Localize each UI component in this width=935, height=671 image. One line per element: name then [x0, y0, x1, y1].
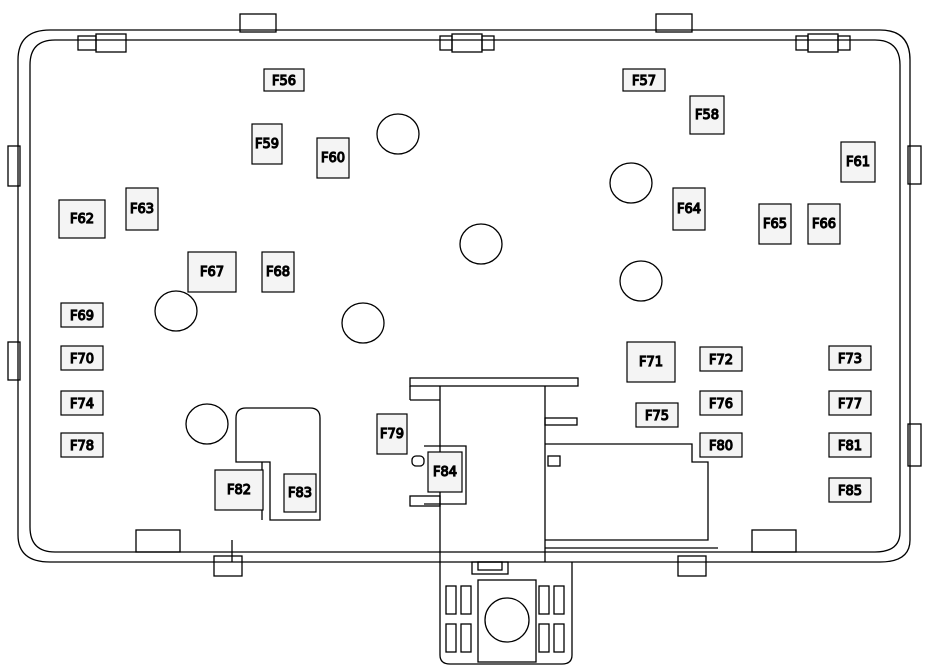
fuse-f74[interactable]: F74: [60, 390, 104, 416]
right-clip-top: [907, 145, 922, 185]
fuse-f58[interactable]: F58: [689, 95, 725, 135]
fuses: F56 F57 F58 F59 F60 F61 F62 F63 F64 F65 …: [58, 68, 876, 513]
housing-inner: [29, 39, 901, 553]
tab-grips: [445, 579, 565, 663]
fuse-f73[interactable]: F73: [828, 345, 872, 371]
fuse-label: F75: [645, 409, 669, 424]
relay-outline: [235, 407, 321, 521]
fuse-label: F67: [200, 265, 224, 280]
fuse-f82[interactable]: F82: [214, 469, 264, 511]
top-hinge-1: [77, 33, 127, 53]
fuse-label: F59: [255, 137, 279, 152]
fuse-label: F78: [70, 439, 94, 454]
fuse-label: F79: [380, 427, 404, 442]
fuse-f66[interactable]: F66: [807, 203, 841, 245]
fuse-label: F73: [838, 352, 862, 367]
hole-2: [609, 162, 653, 204]
fuse-f71[interactable]: F71: [626, 341, 676, 383]
fuse-f65[interactable]: F65: [758, 203, 792, 245]
fuse-f61[interactable]: F61: [840, 141, 876, 183]
fuse-f59[interactable]: F59: [251, 123, 283, 165]
connector-block: [409, 377, 718, 562]
fuse-label: F66: [812, 217, 836, 232]
top-clip-left: [239, 13, 277, 33]
fuse-label: F57: [632, 74, 656, 89]
hole-3: [459, 223, 503, 265]
bottom-hinge-left: [135, 529, 243, 577]
top-hinge-3: [795, 33, 851, 53]
fuse-f64[interactable]: F64: [672, 187, 706, 231]
fuse-f56[interactable]: F56: [263, 68, 305, 92]
fuse-f78[interactable]: F78: [60, 432, 104, 458]
fuse-label: F69: [70, 309, 94, 324]
fuse-label: F72: [709, 353, 733, 368]
fuse-label: F83: [288, 486, 312, 501]
fuse-f80[interactable]: F80: [699, 432, 743, 458]
fuse-label: F63: [130, 202, 154, 217]
fuse-label: F70: [70, 352, 94, 367]
fuse-label: F84: [433, 465, 457, 480]
hole-5: [154, 290, 198, 332]
bottom-tab: [439, 562, 573, 665]
fuse-label: F76: [709, 397, 733, 412]
fuse-f75[interactable]: F75: [635, 402, 679, 428]
right-clip-bottom: [907, 423, 922, 467]
hole-4: [619, 260, 663, 302]
fuse-f83[interactable]: F83: [283, 473, 317, 513]
fuse-label: F56: [272, 74, 296, 89]
hole-1: [376, 113, 420, 155]
housing: [7, 13, 922, 665]
fuse-f79[interactable]: F79: [376, 413, 408, 455]
mounting-holes: [154, 113, 663, 445]
fuse-label: F60: [321, 151, 345, 166]
hole-6: [341, 302, 385, 344]
fuse-label: F64: [677, 202, 701, 217]
fuse-label: F74: [70, 397, 94, 412]
top-clip-right: [655, 13, 693, 33]
fuse-label: F62: [70, 212, 94, 227]
fuse-label: F71: [639, 355, 663, 370]
left-clip-top: [7, 145, 21, 187]
fuse-f63[interactable]: F63: [125, 187, 159, 231]
fuse-label: F61: [846, 155, 870, 170]
fuse-label: F68: [266, 265, 290, 280]
left-clip-bottom: [7, 341, 21, 381]
tab-hole: [484, 597, 530, 643]
top-hinge-2: [439, 33, 495, 53]
fuse-label: F81: [838, 439, 862, 454]
fuse-f77[interactable]: F77: [828, 390, 872, 416]
fuse-f70[interactable]: F70: [60, 345, 104, 371]
fuse-f72[interactable]: F72: [699, 346, 743, 372]
fuse-f69[interactable]: F69: [60, 302, 104, 328]
fuse-label: F85: [838, 484, 862, 499]
fuse-f76[interactable]: F76: [699, 390, 743, 416]
fuse-f84[interactable]: F84: [427, 451, 463, 493]
fuse-label: F77: [838, 397, 862, 412]
fuse-label: F80: [709, 439, 733, 454]
fuse-f68[interactable]: F68: [261, 251, 295, 293]
fuse-f67[interactable]: F67: [187, 251, 237, 293]
fuse-label: F65: [763, 217, 787, 232]
bottom-hinge-right: [677, 529, 797, 577]
housing-outer: [17, 29, 911, 563]
fuse-f81[interactable]: F81: [828, 432, 872, 458]
fuse-f62[interactable]: F62: [58, 199, 106, 239]
fuse-f60[interactable]: F60: [316, 137, 350, 179]
fuse-f85[interactable]: F85: [828, 477, 872, 503]
hole-7: [185, 403, 229, 445]
fuse-label: F82: [227, 483, 251, 498]
fuse-f57[interactable]: F57: [622, 68, 666, 92]
fuse-label: F58: [695, 108, 719, 123]
